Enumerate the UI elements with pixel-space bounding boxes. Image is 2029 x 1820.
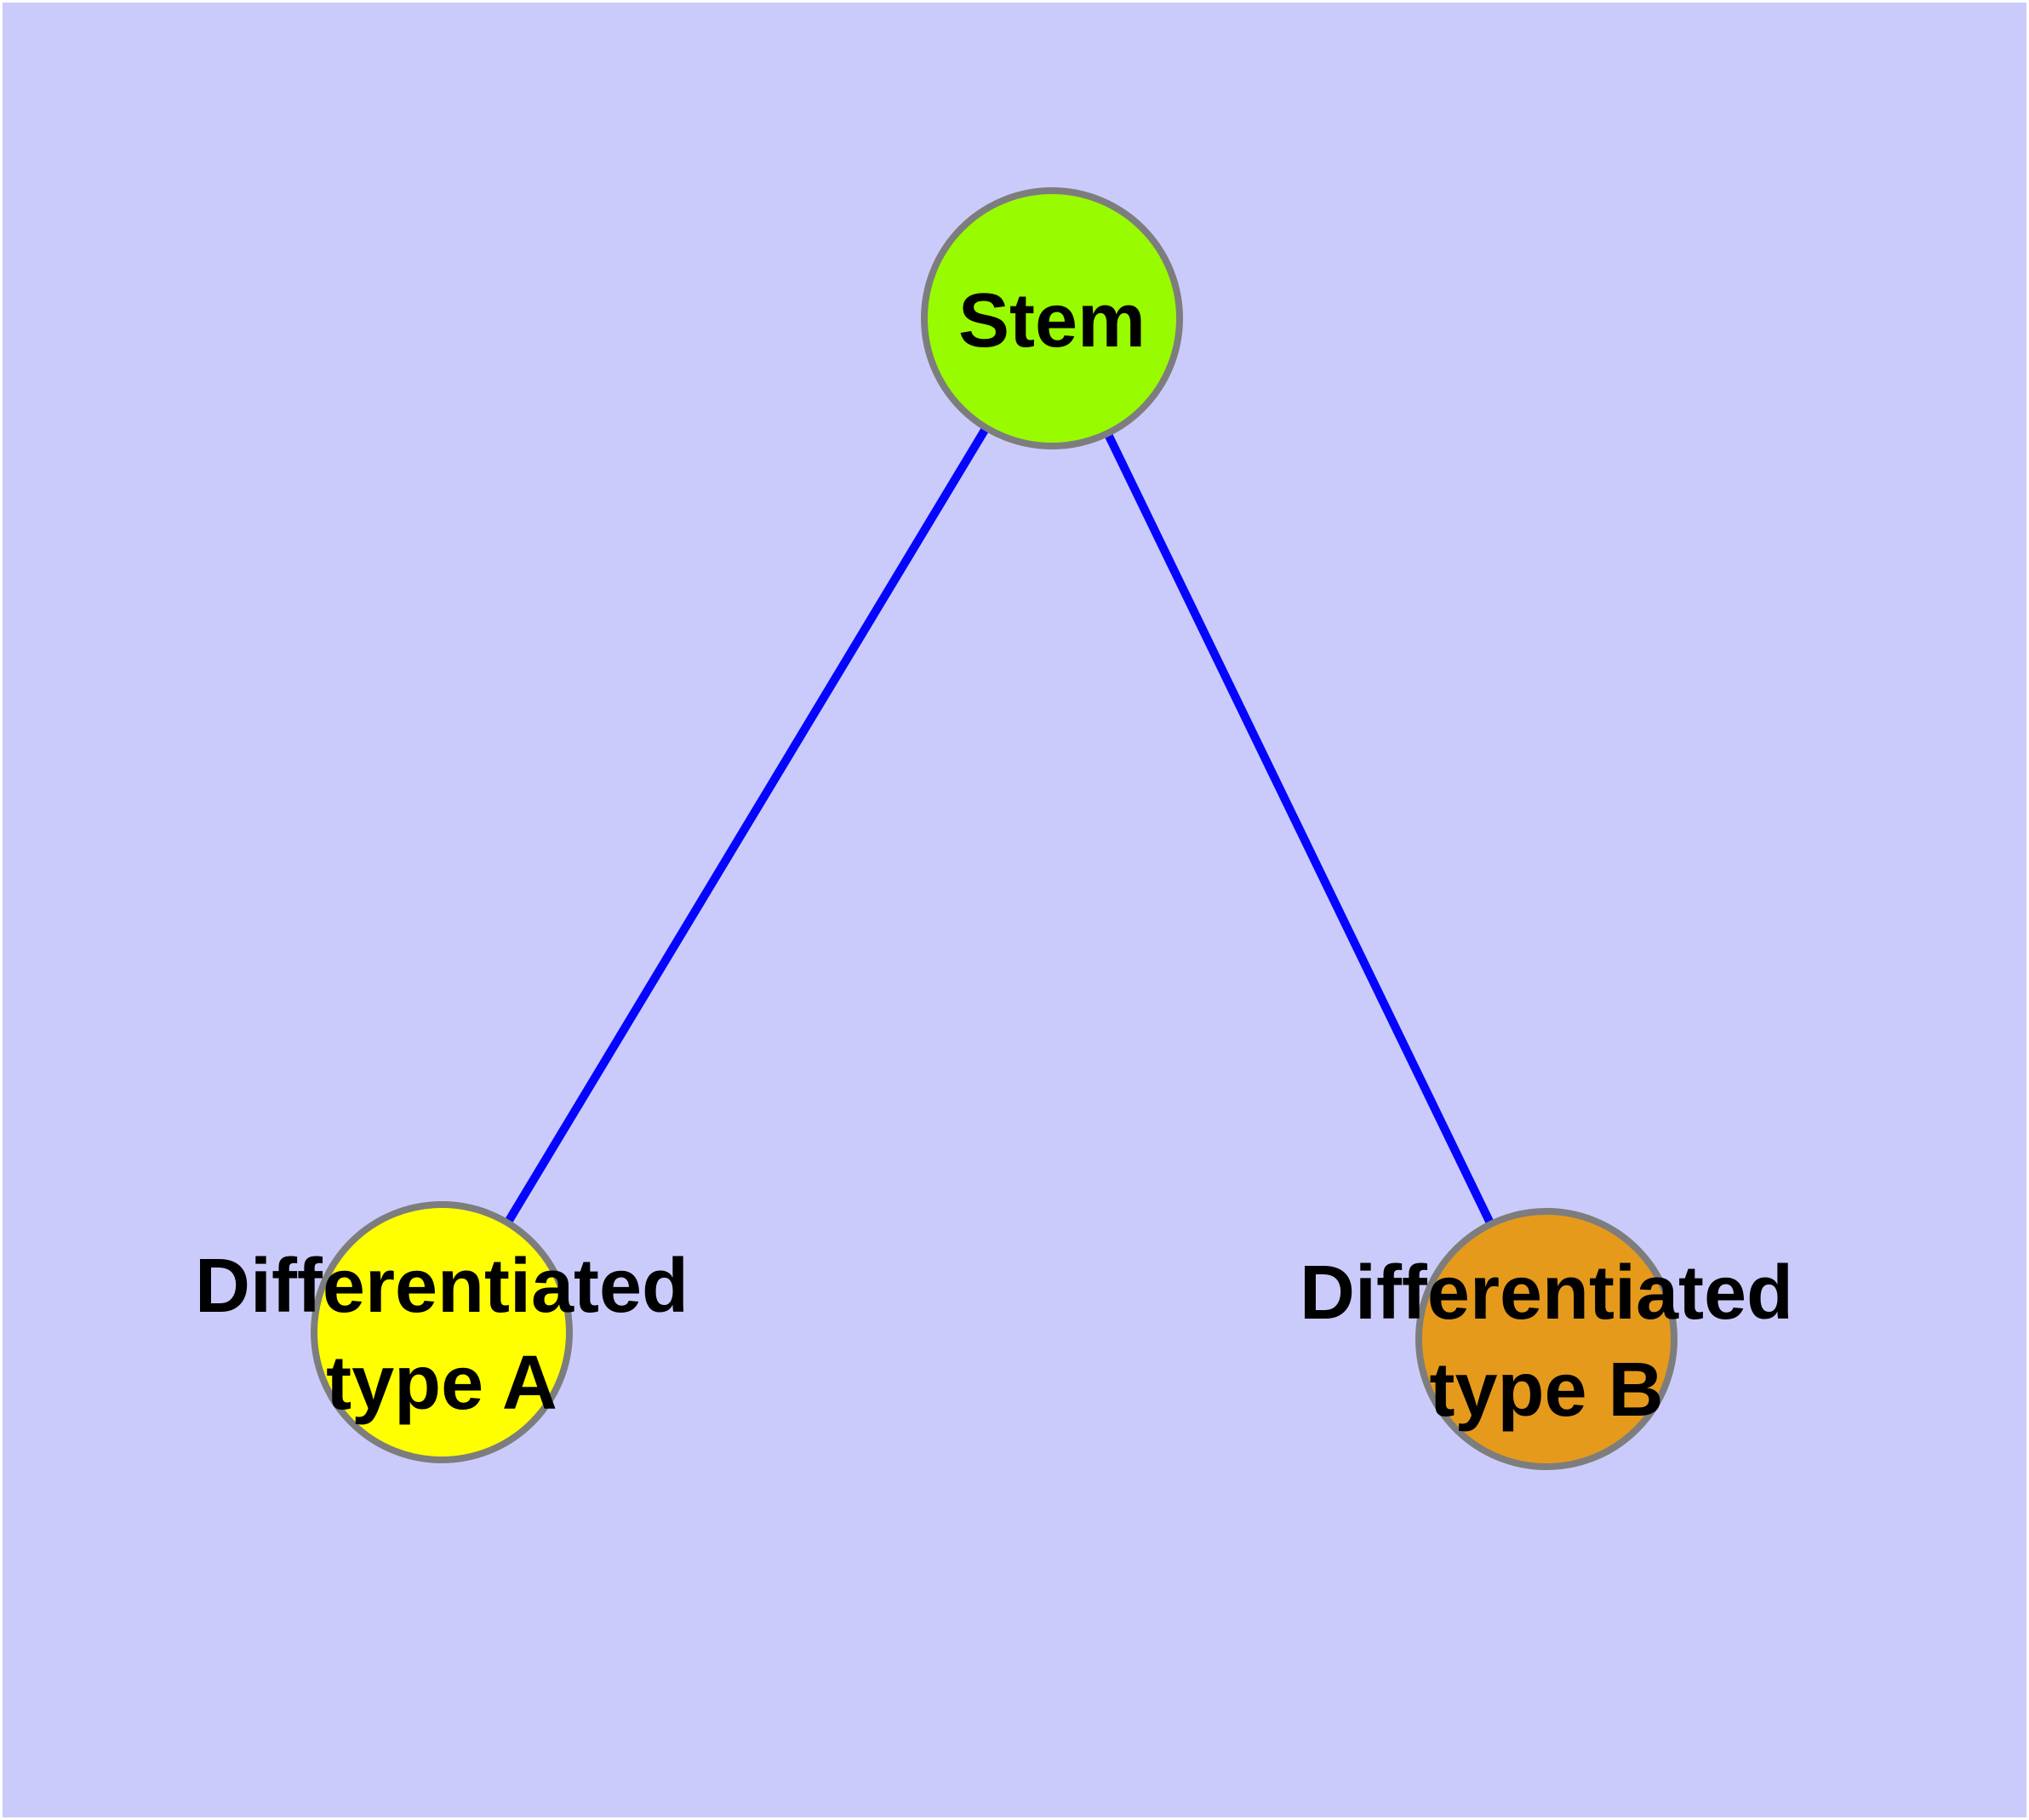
- node-differentiated-type-b-label-line-2: type B: [1429, 1348, 1663, 1433]
- node-differentiated-type-b-label: Differentiated type B: [1300, 1251, 1793, 1433]
- node-differentiated-type-a-circle: [311, 1201, 573, 1463]
- node-stem-circle: [921, 187, 1183, 449]
- node-stem-label: Stem: [958, 278, 1146, 363]
- node-differentiated-type-a-label-line-2: type A: [326, 1341, 557, 1426]
- node-stem-label-line-1: Stem: [958, 278, 1146, 363]
- node-differentiated-type-b-label-line-1: Differentiated: [1300, 1251, 1793, 1336]
- edge-stem-to-differentiated-type-a: [437, 316, 1056, 1335]
- node-differentiated-type-b-circle: [1415, 1208, 1677, 1470]
- node-differentiated-type-a-label-line-1: Differentiated: [195, 1244, 689, 1329]
- node-differentiated-type-a-label: Differentiated type A: [195, 1244, 689, 1426]
- edge-stem-to-differentiated-type-b: [1048, 316, 1551, 1342]
